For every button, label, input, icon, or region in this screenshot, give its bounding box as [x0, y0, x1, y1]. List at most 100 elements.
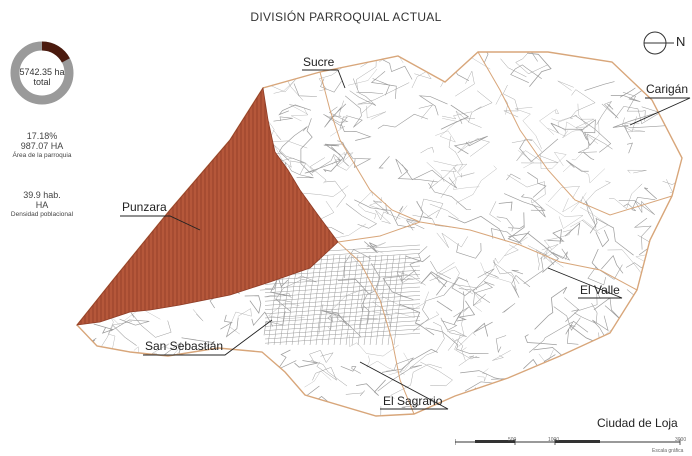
street-line — [278, 104, 312, 116]
street-line — [304, 370, 332, 388]
street-line — [681, 132, 682, 158]
street-line — [477, 52, 493, 63]
street-line — [545, 203, 584, 229]
street-line — [331, 409, 361, 416]
street-line — [339, 116, 348, 129]
street-line — [507, 212, 530, 243]
street-line — [436, 266, 474, 295]
street-line — [83, 159, 104, 178]
north-label: N — [676, 34, 686, 49]
street-line — [378, 156, 390, 169]
street-line — [77, 214, 113, 228]
street-line — [91, 215, 96, 231]
street-line — [345, 254, 359, 346]
street-line — [98, 176, 111, 181]
street-line — [496, 216, 514, 232]
street-line — [123, 158, 139, 196]
street-line — [467, 411, 480, 416]
street-line — [351, 254, 365, 346]
leader-carigan — [629, 97, 691, 126]
street-line — [502, 84, 519, 118]
punzara-parish-area — [76, 86, 339, 326]
street-line — [569, 89, 596, 119]
street-line — [364, 241, 378, 254]
street-line — [154, 372, 170, 388]
street-line — [418, 311, 440, 327]
street-line — [626, 142, 633, 154]
street-line — [104, 128, 140, 145]
label-el-valle: El Valle — [580, 283, 620, 297]
street-line — [113, 210, 162, 232]
street-line — [562, 163, 606, 184]
city-name: Ciudad de Loja — [597, 416, 678, 430]
scale-tick-3000: 3000 — [675, 437, 687, 443]
street-line — [583, 152, 595, 161]
street-line — [623, 196, 656, 212]
parish-border — [477, 51, 673, 216]
street-line — [673, 363, 682, 379]
street-line — [478, 409, 511, 416]
street-line — [584, 81, 615, 91]
street-line — [370, 406, 391, 416]
street-line — [104, 407, 138, 416]
street-line — [323, 106, 349, 126]
street-line — [264, 307, 421, 319]
street-line — [309, 254, 323, 346]
street-line — [229, 308, 252, 335]
street-line — [440, 170, 456, 199]
street-line — [428, 182, 472, 210]
street-line — [489, 201, 501, 222]
street-line — [577, 133, 613, 153]
street-line — [263, 311, 286, 336]
street-line — [395, 158, 438, 183]
street-line — [59, 391, 71, 400]
street-line — [510, 64, 542, 83]
street-line — [580, 119, 596, 146]
street-line — [349, 78, 377, 106]
street-line — [357, 254, 371, 346]
street-line — [264, 320, 421, 331]
street-line — [398, 205, 417, 224]
street-line — [511, 269, 524, 275]
street-line — [394, 304, 415, 318]
street-line — [440, 104, 470, 130]
street-line — [243, 364, 269, 377]
street-line — [369, 254, 383, 346]
street-line — [491, 228, 522, 245]
street-line — [346, 414, 369, 416]
street-line — [447, 339, 464, 351]
street-line — [552, 393, 568, 416]
street-line — [625, 260, 649, 271]
street-line — [617, 53, 672, 70]
street-line — [78, 122, 99, 138]
street-line — [273, 130, 282, 141]
street-line — [264, 286, 421, 298]
street-line — [377, 113, 429, 129]
street-line — [92, 239, 130, 260]
street-line — [448, 215, 506, 242]
street-line — [571, 120, 600, 161]
street-line — [184, 406, 198, 416]
street-line — [591, 248, 599, 271]
street-line — [580, 207, 609, 234]
street-line — [645, 318, 675, 334]
street-line — [137, 112, 156, 132]
street-line — [390, 363, 443, 399]
street-line — [468, 106, 482, 123]
street-line — [264, 324, 421, 336]
street-line — [564, 407, 583, 416]
street-line — [128, 117, 149, 146]
parish-area-stats: 17.18% 987.07 HA Área de la parroquia — [0, 131, 84, 160]
street-line — [100, 52, 136, 58]
street-line — [195, 52, 234, 55]
street-line — [562, 129, 585, 139]
street-line — [511, 138, 543, 153]
street-line — [104, 65, 122, 73]
street-line — [624, 394, 652, 406]
street-line — [340, 123, 372, 141]
street-line — [411, 71, 432, 89]
street-line — [593, 297, 624, 323]
street-line — [418, 104, 434, 119]
street-line — [454, 334, 478, 360]
street-line — [293, 83, 317, 97]
